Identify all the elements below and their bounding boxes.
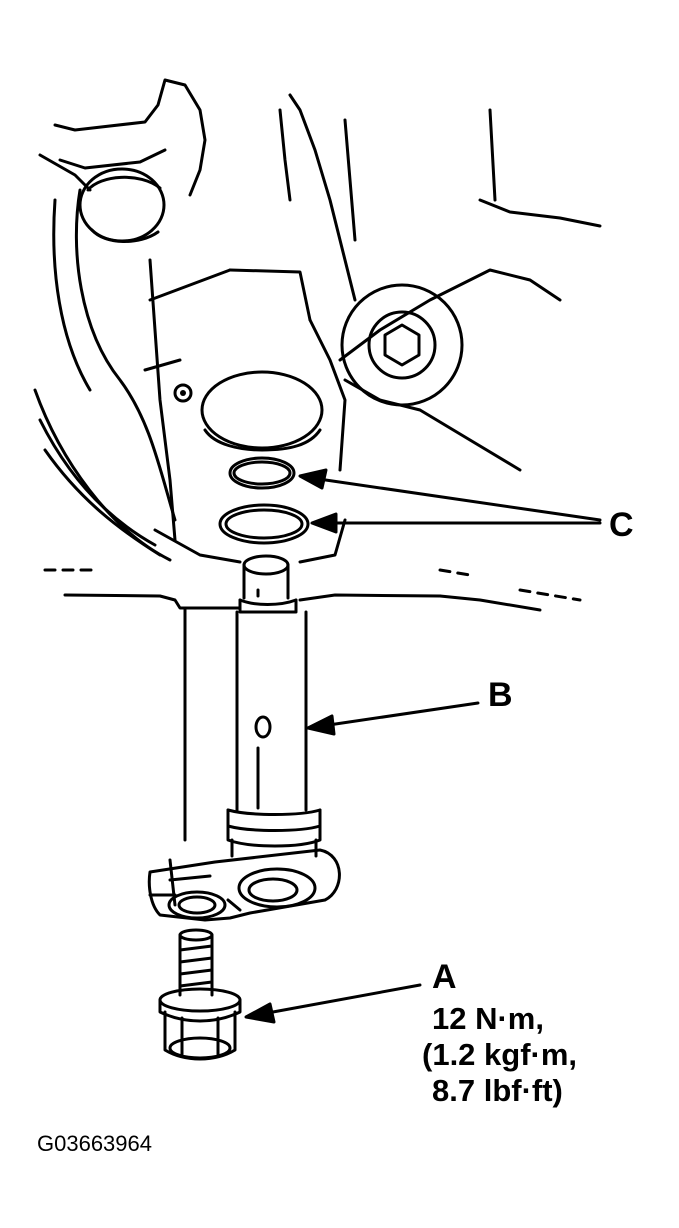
housing-boss [78, 167, 166, 243]
mounting-flange [147, 848, 341, 922]
shaft-bore [200, 370, 324, 452]
small-mounting-hole [173, 383, 193, 403]
o-ring-lower [218, 503, 310, 545]
label-c: C [609, 506, 634, 544]
shaft-b [226, 554, 322, 858]
housing-hex-bolt [340, 283, 464, 407]
torque-spec-line-2: (1.2 kgf·m, [422, 1037, 578, 1072]
label-b: B [488, 676, 513, 714]
leader-arrow-c-lower [310, 512, 602, 534]
flange-bolt-a [158, 928, 242, 1061]
transmission-housing [33, 78, 602, 907]
leader-arrow-c-upper [298, 468, 602, 522]
o-ring-upper [228, 456, 296, 490]
torque-spec-line-1: 12 N·m, [432, 1001, 544, 1036]
leader-arrow-a [244, 983, 422, 1024]
label-a: A [432, 958, 457, 996]
figure-code: G03663964 [37, 1131, 152, 1156]
leader-arrow-b [306, 701, 480, 736]
torque-spec-line-3: 8.7 lbf·ft) [432, 1073, 563, 1108]
